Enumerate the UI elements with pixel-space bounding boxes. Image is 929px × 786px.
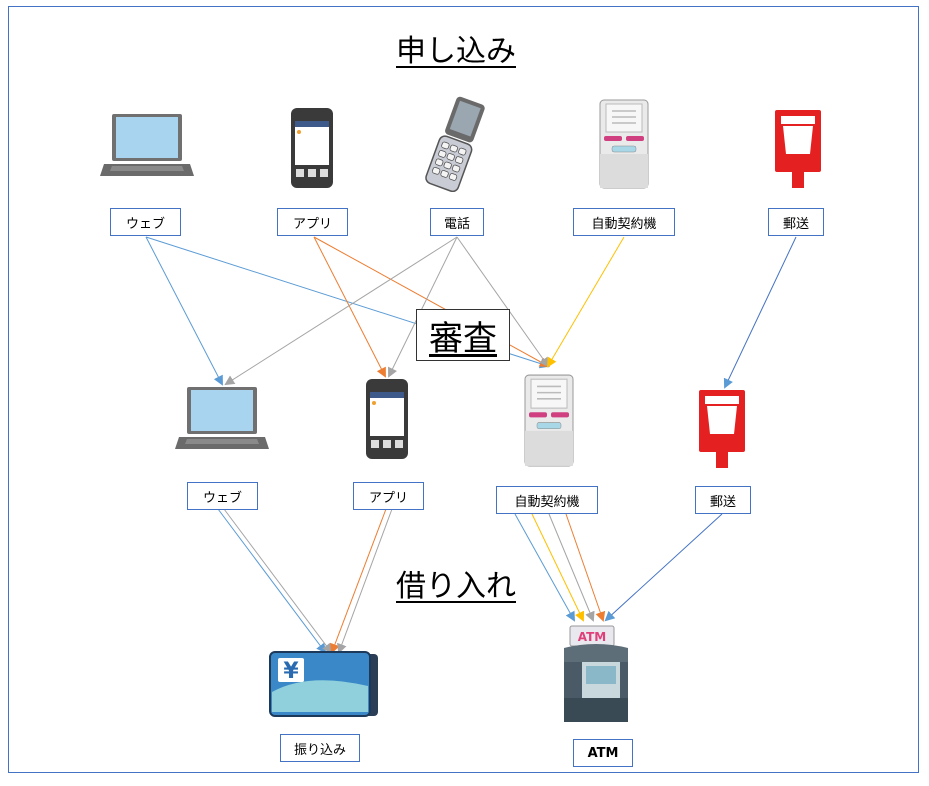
diagram-frame [8,6,919,773]
heading-borrow: 借り入れ [396,569,516,604]
arrow-app-to-transfer-2 [337,508,393,654]
bank-card-icon: ¥ [269,651,378,717]
arrow-kiosk-to-atm-4 [565,513,606,622]
arrow-phone-to-kiosk [456,236,550,368]
apply-mail-label: 郵送 [768,208,824,236]
arrow-kiosk-to-atm-2 [531,513,585,622]
smartphone-icon [366,379,408,459]
arrow-phone-to-web [224,236,458,386]
arrow-app-to-transfer-1 [330,508,387,654]
arrow-mail-to-atm [604,513,723,622]
arrow-kiosk-to-atm-1 [514,513,575,622]
kiosk-icon [599,99,649,189]
kiosk-icon [524,374,574,467]
smartphone-icon [291,108,333,188]
heading-apply: 申し込み [396,34,516,69]
review-kiosk-label: 自動契約機 [496,486,598,514]
apply-phone-label: 電話 [430,208,484,236]
borrow-atm-label: ATM [573,739,633,767]
mailbox-icon [699,390,745,468]
heading-review: 審査 [416,309,510,361]
atm-sign: ATM [578,630,606,644]
borrow-transfer-label: 振り込み [280,734,360,762]
arrow-web-to-transfer-1 [217,508,327,654]
laptop-icon [100,114,194,176]
review-label: 審査 [429,318,497,359]
arrow-web-to-transfer-2 [223,508,333,654]
arrow-kiosk-to-atm-3 [548,513,595,622]
arrow-web-to-web [145,236,223,386]
arrow-mail-to-mail [723,236,797,389]
arrow-phone-to-app [388,236,458,378]
yen-symbol: ¥ [283,659,299,684]
atm-icon: ATM [564,625,628,722]
flip-phone-icon [425,96,485,192]
apply-web-label: ウェブ [110,208,181,236]
arrow-app-to-app [313,236,386,378]
apply-app-label: アプリ [277,208,348,236]
apply-kiosk-label: 自動契約機 [573,208,675,236]
mailbox-icon [775,110,821,188]
review-mail-label: 郵送 [695,486,751,514]
arrow-kiosk-to-kiosk [546,236,625,368]
laptop-icon [175,387,269,449]
review-web-label: ウェブ [187,482,258,510]
review-app-label: アプリ [353,482,424,510]
